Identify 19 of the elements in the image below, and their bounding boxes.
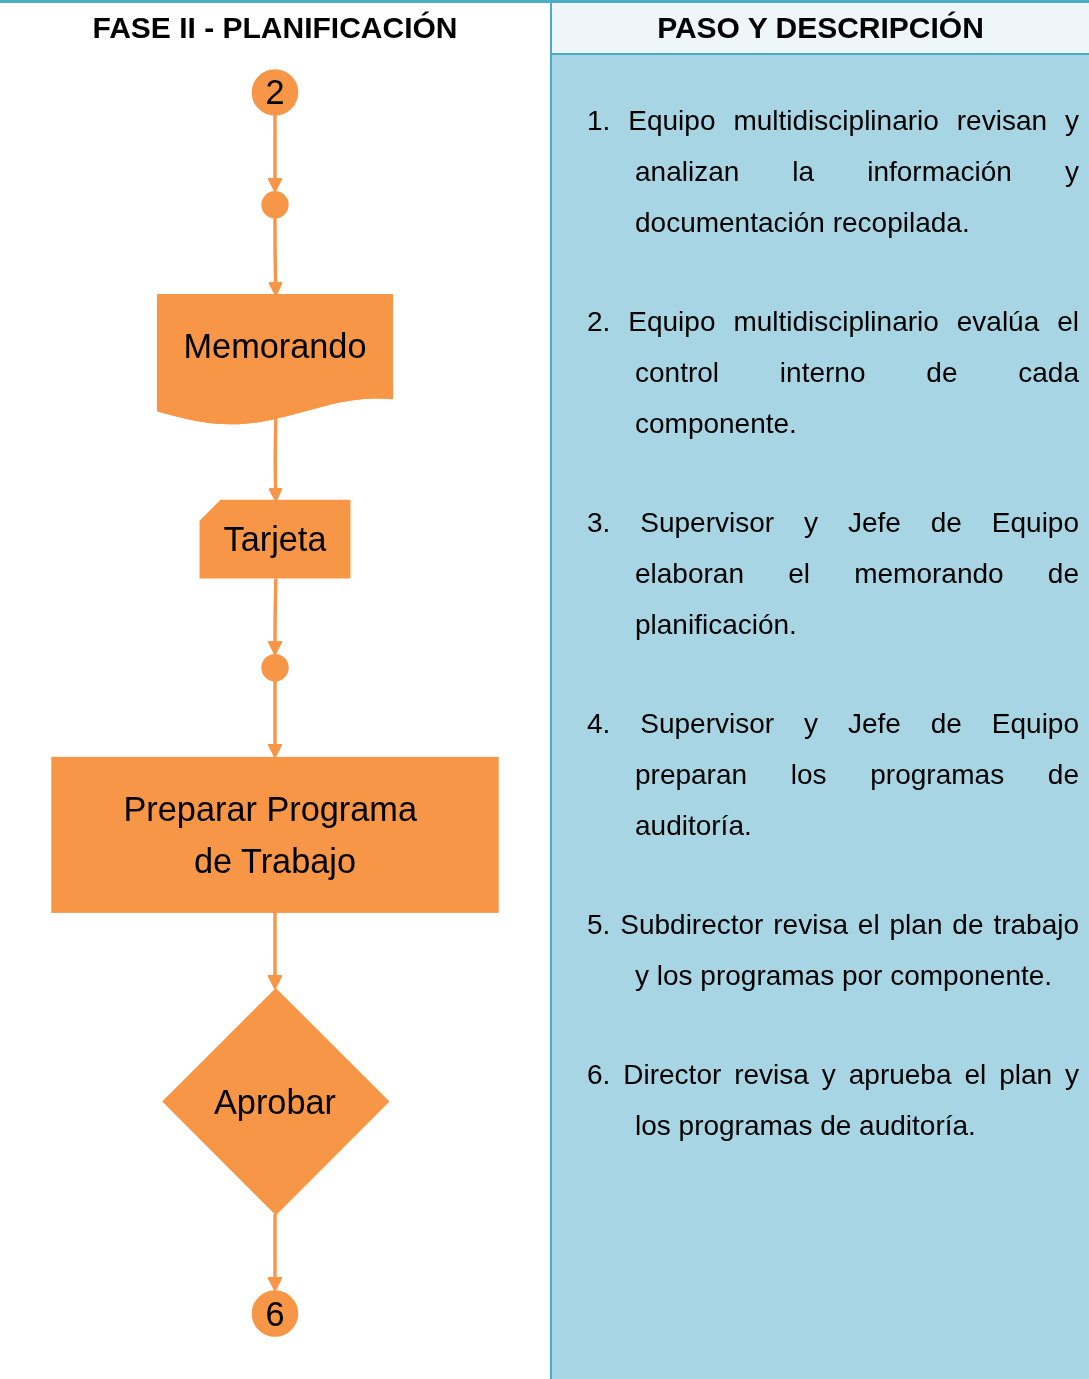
arrow <box>267 1214 283 1292</box>
step-description: 5. Subdirector revisa el plan de trabajo y los programas por componente. <box>587 908 1079 993</box>
step-description: 3. Supervisor y Jefe de Equipo elaboran el memorando de planificación. <box>587 506 1079 642</box>
node-circle: 6 <box>251 1290 299 1337</box>
arrow <box>267 114 283 193</box>
arrow <box>267 578 283 656</box>
node-circle <box>261 654 289 682</box>
column-header: PASO Y DESCRIPCIÓN <box>552 3 1089 55</box>
arrow <box>267 912 283 990</box>
arrow <box>267 680 283 759</box>
node-circle: 2 <box>251 69 299 116</box>
node-circle <box>261 191 289 219</box>
step-description: 2. Equipo multidisciplinario evalúa el control interno de cada componente. <box>587 305 1079 441</box>
node-box: Preparar Programa de Trabajo <box>51 756 499 913</box>
column-header: FASE II - PLANIFICACIÓN <box>92 10 458 46</box>
step-description: 1. Equipo multidisciplinario revisan y analizan la información y documentación recopilada. <box>587 104 1079 240</box>
step-description: 6. Director revisa y aprueba el plan y los programas de auditoría. <box>587 1058 1079 1143</box>
node-diamond: Aprobar <box>162 987 390 1216</box>
step-description: 4. Supervisor y Jefe de Equipo preparan los programas de auditoría. <box>587 707 1079 843</box>
